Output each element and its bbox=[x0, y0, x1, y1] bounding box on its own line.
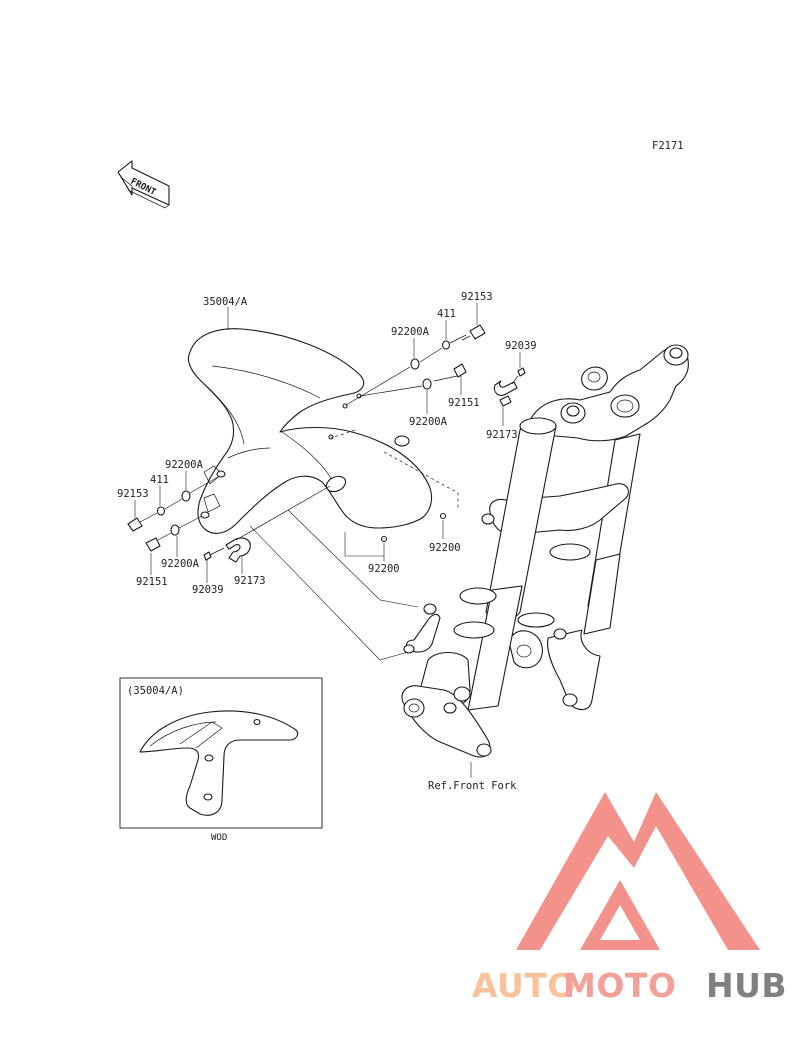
callout-411-left: 411 bbox=[150, 474, 169, 486]
callout-92200a-left: 92200A bbox=[165, 459, 204, 471]
callout-92200a-right-mid: 92200A bbox=[409, 416, 448, 428]
watermark-auto: AUTO bbox=[472, 966, 576, 1005]
hardware-left bbox=[127, 476, 331, 563]
callout-92039-left: 92039 bbox=[192, 584, 224, 596]
front-fork-assembly bbox=[401, 344, 689, 758]
inset-title: (35004/A) bbox=[127, 685, 184, 697]
watermark-hub: HUB bbox=[706, 966, 787, 1005]
callout-92153-left: 92153 bbox=[117, 488, 149, 500]
inset-variant-box: (35004/A) WOD bbox=[119, 677, 323, 843]
front-direction-arrow-icon: FRONT bbox=[117, 160, 170, 209]
callout-92151-right: 92151 bbox=[448, 397, 480, 409]
watermark-logo: AUTO MOTO HUB bbox=[472, 792, 787, 1005]
figure-code: F2171 bbox=[652, 140, 684, 152]
callout-92200-right: 92200 bbox=[429, 542, 461, 554]
reference-front-fork: Ref.Front Fork bbox=[428, 780, 517, 792]
watermark-triangle-icon bbox=[516, 792, 760, 950]
callout-92200-center: 92200 bbox=[368, 563, 400, 575]
callout-92200a-left-low: 92200A bbox=[161, 558, 200, 570]
hardware-right-top bbox=[345, 324, 526, 407]
callout-92039-right: 92039 bbox=[505, 340, 537, 352]
callout-main-part: 35004/A bbox=[203, 296, 248, 308]
callout-92173a-right: 92173A bbox=[486, 429, 525, 441]
callout-92200a-right-top: 92200A bbox=[391, 326, 430, 338]
callout-411-right: 411 bbox=[437, 308, 456, 320]
inset-caption: WOD bbox=[211, 833, 227, 843]
watermark-moto: MOTO bbox=[563, 966, 676, 1005]
callout-92153-right: 92153 bbox=[461, 291, 493, 303]
callout-92151-left: 92151 bbox=[136, 576, 168, 588]
callout-92173-left: 92173 bbox=[234, 575, 266, 587]
front-fender bbox=[187, 328, 433, 534]
